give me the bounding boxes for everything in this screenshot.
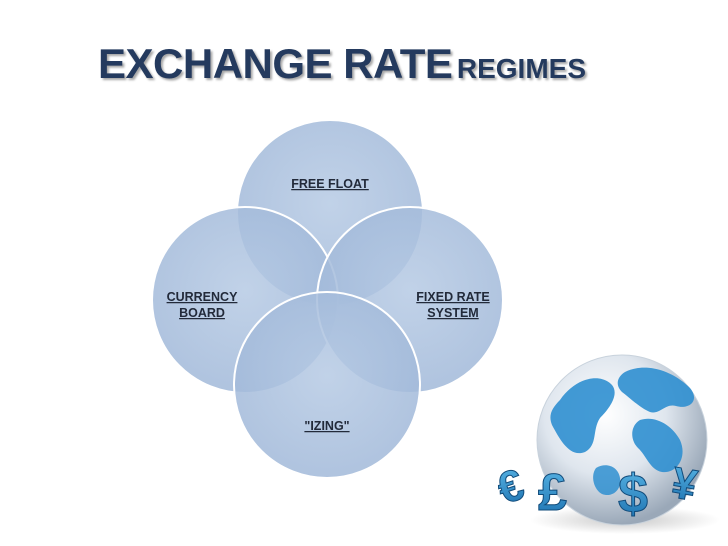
title-rest: REGIMES (456, 53, 587, 84)
circle-izing (233, 291, 421, 479)
slide-title: EXCHANGE RATE REGIMES (98, 40, 586, 88)
label-free-float: FREE FLOAT (291, 177, 369, 191)
euro-symbol: € (491, 460, 529, 514)
label-izing: "IZING" (304, 419, 349, 433)
label-fixed-rate-line2: SYSTEM (427, 306, 478, 320)
globe-with-currency-symbols-icon: € £ $ ¥ (491, 354, 720, 534)
pound-symbol: £ (538, 464, 567, 522)
label-currency-board-line1: CURRENCY (167, 290, 239, 304)
dollar-symbol: $ (618, 464, 648, 524)
title-main: EXCHANGE RATE (98, 40, 453, 87)
label-fixed-rate-line1: FIXED RATE (416, 290, 489, 304)
venn-circles (151, 119, 504, 479)
label-currency-board-line2: BOARD (179, 306, 225, 320)
